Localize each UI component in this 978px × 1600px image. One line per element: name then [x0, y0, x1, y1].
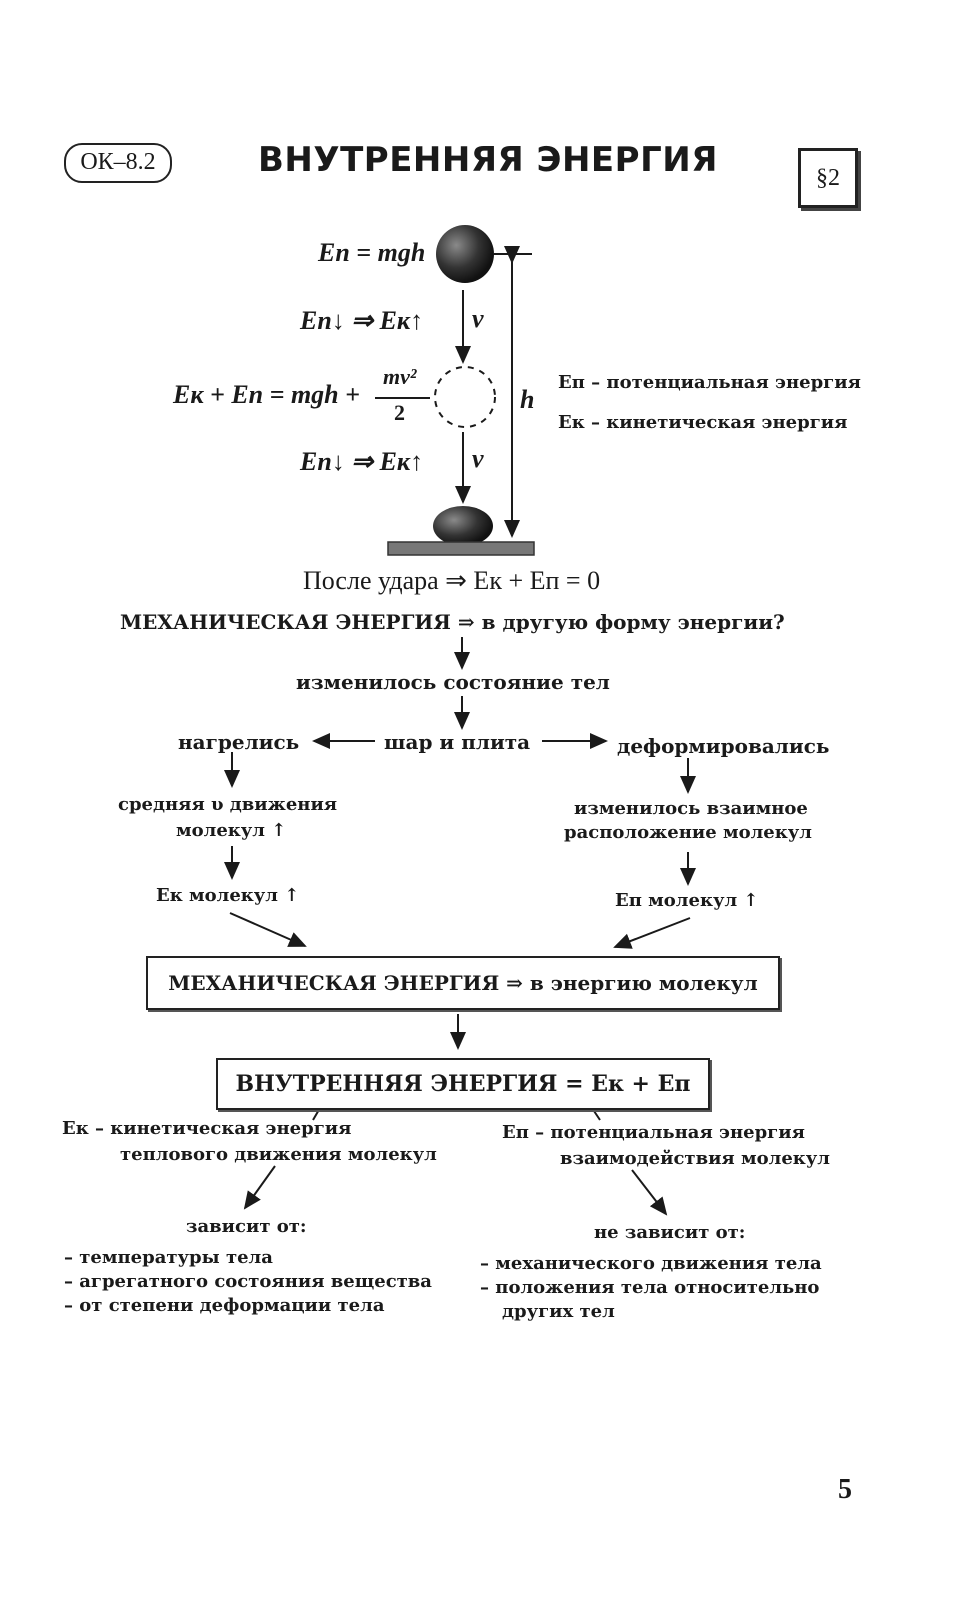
left-step1-line2: молекул ↑: [176, 820, 287, 841]
ball-middle-dashed: [434, 366, 496, 428]
right-step2: Eп молекул ↑: [615, 890, 759, 911]
mech-energy-question: МЕХАНИЧЕСКАЯ ЭНЕРГИЯ ⇒ в другую форму эн…: [120, 610, 785, 634]
depends-label: зависит от:: [186, 1216, 307, 1237]
right-branch-line1: Eп – потенциальная энергия: [502, 1122, 805, 1143]
ball-bottom: [433, 506, 493, 546]
plate: [387, 541, 535, 556]
deformed-label: деформировались: [617, 734, 830, 758]
arrow-ek-to-box: [229, 912, 307, 947]
after-impact: После удара ⇒ Eк + Eп = 0: [303, 566, 601, 595]
legend-potential: Eп – потенциальная энергия: [558, 372, 861, 393]
ball-plate-label: шар и плита: [384, 730, 531, 754]
state-changed: изменилось состояние тел: [296, 670, 610, 694]
right-step1-line1: изменилось взаимное: [574, 798, 808, 819]
list-item: – температуры тела: [64, 1247, 273, 1268]
ep-formula: Eп = mgh: [318, 238, 426, 267]
ball-top: [436, 225, 494, 283]
section-badge: §2: [798, 148, 858, 208]
transition-1: Eп↓ ⇒ Eк↑: [300, 306, 424, 335]
arrow-left-depends: [243, 1165, 276, 1210]
fraction-denominator: 2: [394, 400, 405, 425]
depends-list: – температуры тела – агрегатного состоян…: [64, 1246, 432, 1318]
legend-kinetic: Eк – кинетическая энергия: [558, 412, 848, 433]
energy-sum-formula: Eк + Eп = mgh +: [173, 380, 360, 409]
lesson-badge: ОК–8.2: [64, 143, 172, 183]
not-depends-label: не зависит от:: [594, 1222, 746, 1243]
box-mech-to-molecules: МЕХАНИЧЕСКАЯ ЭНЕРГИЯ ⇒ в энергию молекул: [146, 956, 780, 1010]
branch-tick-left: [312, 1107, 321, 1121]
left-step2: Eк молекул ↑: [156, 885, 300, 906]
heated-label: нагрелись: [178, 730, 300, 754]
right-step1-line2: расположение молекул: [564, 822, 812, 843]
list-item: – положения тела относительно: [480, 1277, 820, 1298]
box-internal-energy: ВНУТРЕННЯЯ ЭНЕРГИЯ = Eк + Eп: [216, 1058, 710, 1110]
list-item: – от степени деформации тела: [64, 1295, 385, 1316]
transition-2: Eп↓ ⇒ Eк↑: [300, 447, 424, 476]
arrow-right-notdepends: [631, 1169, 668, 1216]
velocity-label-1: v⃗: [472, 304, 504, 333]
arrow-ep-to-box: [613, 917, 691, 949]
fraction-numerator: mv²: [383, 364, 417, 389]
list-item: других тел: [502, 1301, 615, 1322]
list-item: – агрегатного состояния вещества: [64, 1271, 432, 1292]
left-branch-line1: Eк – кинетическая энергия: [62, 1118, 352, 1139]
not-depends-list: – механического движения тела – положени…: [480, 1252, 822, 1324]
list-item: – механического движения тела: [480, 1253, 822, 1274]
page-title: ВНУТРЕННЯЯ ЭНЕРГИЯ: [258, 140, 718, 180]
velocity-label-2: v⃗: [472, 444, 504, 473]
height-label: h: [520, 385, 535, 414]
page-number: 5: [838, 1474, 852, 1505]
left-branch-line2: теплового движения молекул: [120, 1144, 437, 1165]
right-branch-line2: взаимодействия молекул: [560, 1148, 830, 1169]
branch-tick-right: [591, 1107, 601, 1121]
left-step1-line1: средняя υ движения: [118, 794, 338, 815]
